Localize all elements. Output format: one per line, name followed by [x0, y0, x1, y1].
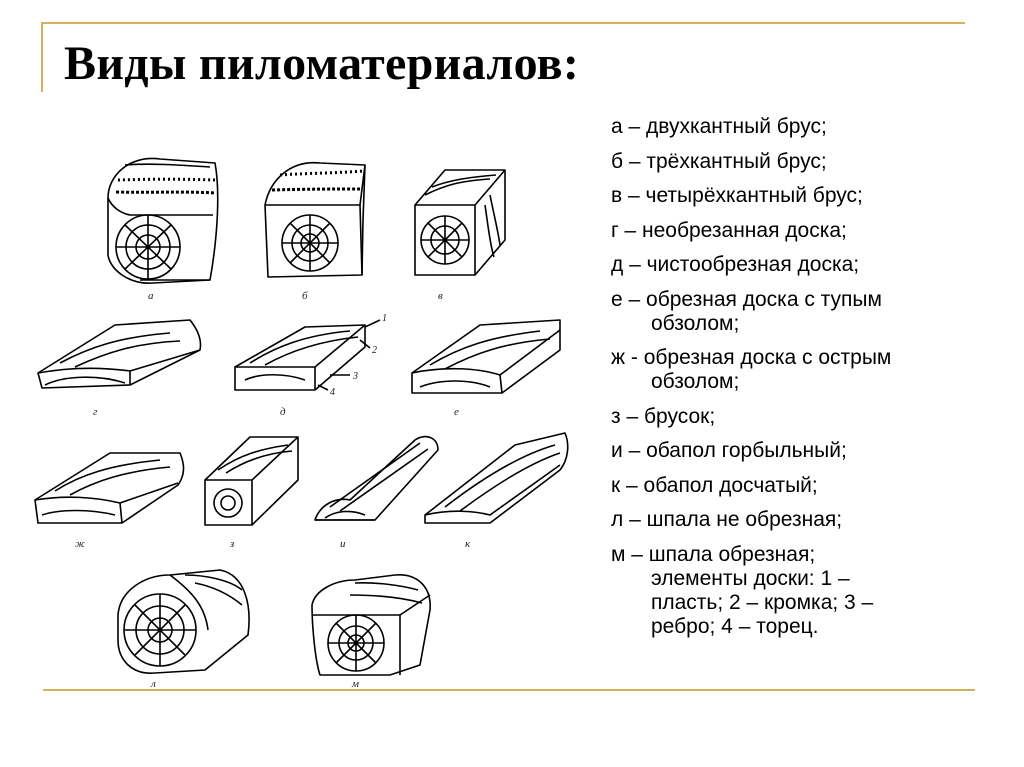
- legend-item-k: к – обапол досчатый;: [611, 473, 818, 497]
- part-number-1: 1: [382, 313, 387, 324]
- figure-label-e: е: [454, 406, 459, 418]
- legend-item-v: в – четырёхкантный брус;: [611, 184, 863, 207]
- part-number-3: 3: [352, 371, 358, 382]
- figure-zh-sharp-wane-board: ж: [34, 452, 185, 550]
- figure-label-v: в: [438, 290, 443, 302]
- lumber-types-illustration: а б в г: [34, 157, 569, 690]
- figure-label-g: г: [93, 406, 98, 418]
- legend-item-z: з – брусок;: [611, 404, 716, 428]
- legend-item-i: и – обапол горбыльный;: [611, 439, 847, 462]
- part-number-2: 2: [372, 345, 377, 356]
- slide-title: Виды пиломатериалов:: [64, 37, 580, 90]
- figure-label-z: з: [229, 538, 234, 550]
- top-rule: [43, 22, 965, 24]
- figure-label-i: и: [340, 538, 346, 550]
- figure-z-small-bar: з: [204, 436, 299, 550]
- figure-label-b: б: [302, 290, 308, 302]
- figure-l-unedged-sleeper: л: [117, 569, 250, 690]
- figure-m-edged-sleeper: м: [311, 574, 431, 690]
- legend-item-d: д – чистообрезная доска;: [611, 253, 860, 276]
- figure-label-d: д: [280, 406, 286, 418]
- legend-item-b: б – трёхкантный брус;: [611, 149, 827, 173]
- figure-label-m: м: [351, 678, 359, 690]
- figure-g-unedged-board: г: [37, 319, 202, 418]
- legend-item-e: е – обрезная доска с тупым обзолом;: [611, 287, 882, 335]
- figure-b-three-edged-beam: б: [264, 161, 366, 302]
- legend-item-m: м – шпала обрезная; элементы доски: 1 – …: [611, 542, 874, 638]
- legend-list: а – двухкантный брус; б – трёхкантный бр…: [611, 115, 1011, 649]
- figure-d-clean-edged-board: 1 2 3 4 д: [234, 313, 387, 418]
- figure-label-a: а: [148, 290, 154, 302]
- legend-item-a: а – двухкантный брус;: [611, 115, 827, 138]
- figure-label-zh: ж: [75, 538, 86, 550]
- figure-i-slab: и: [314, 435, 439, 550]
- legend-item-g: г – необрезанная доска;: [611, 218, 847, 242]
- figure-k-board-slab: к: [424, 432, 569, 550]
- part-number-4: 4: [330, 387, 335, 398]
- figure-v-four-edged-beam: в: [414, 169, 506, 302]
- left-rule: [41, 22, 43, 92]
- bottom-rule: [43, 689, 975, 691]
- figure-label-k: к: [465, 538, 471, 550]
- figure-e-blunt-wane-board: е: [411, 319, 561, 418]
- legend-item-zh: ж - обрезная доска с острым обзолом;: [611, 346, 892, 393]
- figure-label-l: л: [150, 678, 156, 690]
- legend-item-l: л – шпала не обрезная;: [611, 508, 843, 531]
- figure-a-two-edged-beam: а: [107, 157, 219, 302]
